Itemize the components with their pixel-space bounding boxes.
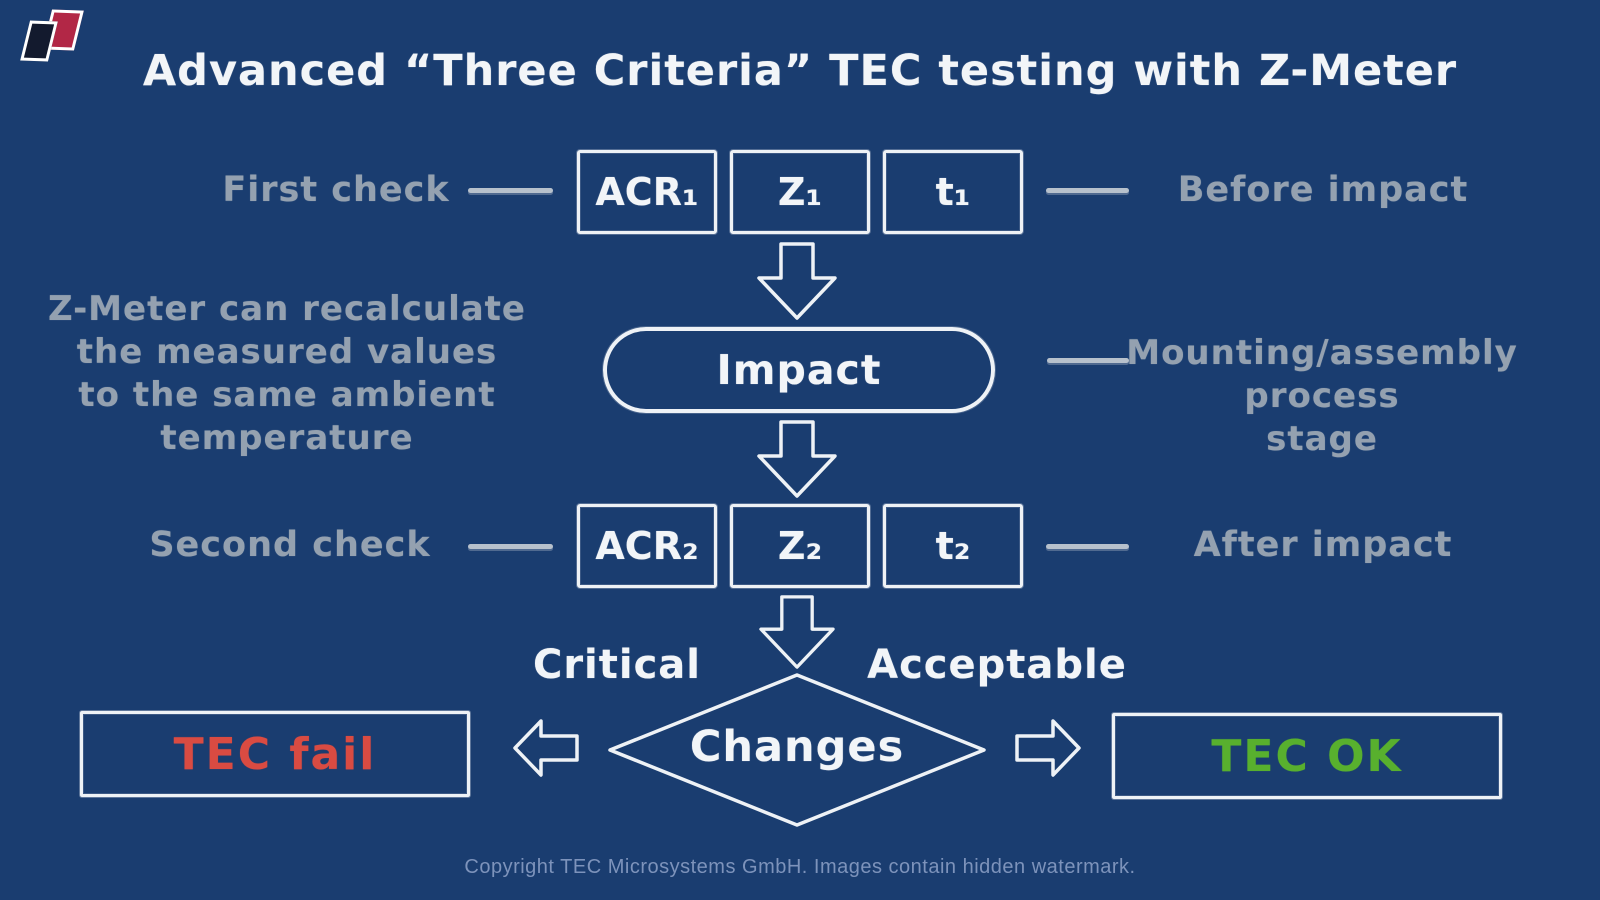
after-impact-label: After impact xyxy=(1193,525,1453,565)
box-z1-label: Z₁ xyxy=(777,170,823,214)
left-arrow-icon xyxy=(511,718,581,778)
recalc-note-line: to the same ambient xyxy=(78,375,496,415)
box-z2: Z₂ xyxy=(730,504,870,588)
recalc-note: Z-Meter can recalculate the measured val… xyxy=(37,288,537,460)
second-check-label: Second check xyxy=(149,525,431,565)
connector-line xyxy=(1047,358,1129,363)
box-acr2: ACR₂ xyxy=(577,504,717,588)
down-arrow-icon xyxy=(755,242,839,320)
tec-ok-box: TEC OK xyxy=(1112,713,1502,799)
critical-branch-label: Critical xyxy=(532,642,702,688)
connector-line xyxy=(1046,544,1129,549)
box-t2-label: t₂ xyxy=(935,524,971,568)
acceptable-branch-label: Acceptable xyxy=(867,642,1127,688)
connector-line xyxy=(468,188,553,193)
tec-ok-label: TEC OK xyxy=(1211,730,1403,782)
connector-line xyxy=(468,544,553,549)
copyright-text: Copyright TEC Microsystems GmbH. Images … xyxy=(464,856,1136,878)
recalc-note-line: Z-Meter can recalculate xyxy=(48,289,526,329)
box-t1-label: t₁ xyxy=(935,170,971,214)
tec-fail-box: TEC fail xyxy=(80,711,470,797)
box-acr1: ACR₁ xyxy=(577,150,717,234)
mounting-note-line: process xyxy=(1244,376,1400,416)
box-z2-label: Z₂ xyxy=(777,524,823,568)
mounting-note-line: stage xyxy=(1266,419,1378,459)
box-acr1-label: ACR₁ xyxy=(595,170,699,214)
box-z1: Z₁ xyxy=(730,150,870,234)
impact-node: Impact xyxy=(603,327,995,413)
recalc-note-line: the measured values xyxy=(76,332,498,372)
decision-diamond xyxy=(607,672,987,828)
right-arrow-icon xyxy=(1013,718,1083,778)
decision-diamond-label: Changes xyxy=(689,722,905,772)
down-arrow-icon xyxy=(755,420,839,498)
mounting-note: Mounting/assembly process stage xyxy=(1122,332,1522,461)
box-acr2-label: ACR₂ xyxy=(595,524,699,568)
recalc-note-line: temperature xyxy=(160,418,414,458)
first-check-label: First check xyxy=(222,170,450,210)
before-impact-label: Before impact xyxy=(1177,170,1469,210)
tec-fail-label: TEC fail xyxy=(173,728,377,780)
box-t1: t₁ xyxy=(883,150,1023,234)
impact-node-label: Impact xyxy=(716,346,882,394)
slide-title: Advanced “Three Criteria” TEC testing wi… xyxy=(142,46,1458,96)
box-t2: t₂ xyxy=(883,504,1023,588)
down-arrow-icon xyxy=(757,595,837,669)
mounting-note-line: Mounting/assembly xyxy=(1126,333,1518,373)
connector-line xyxy=(1046,188,1129,193)
